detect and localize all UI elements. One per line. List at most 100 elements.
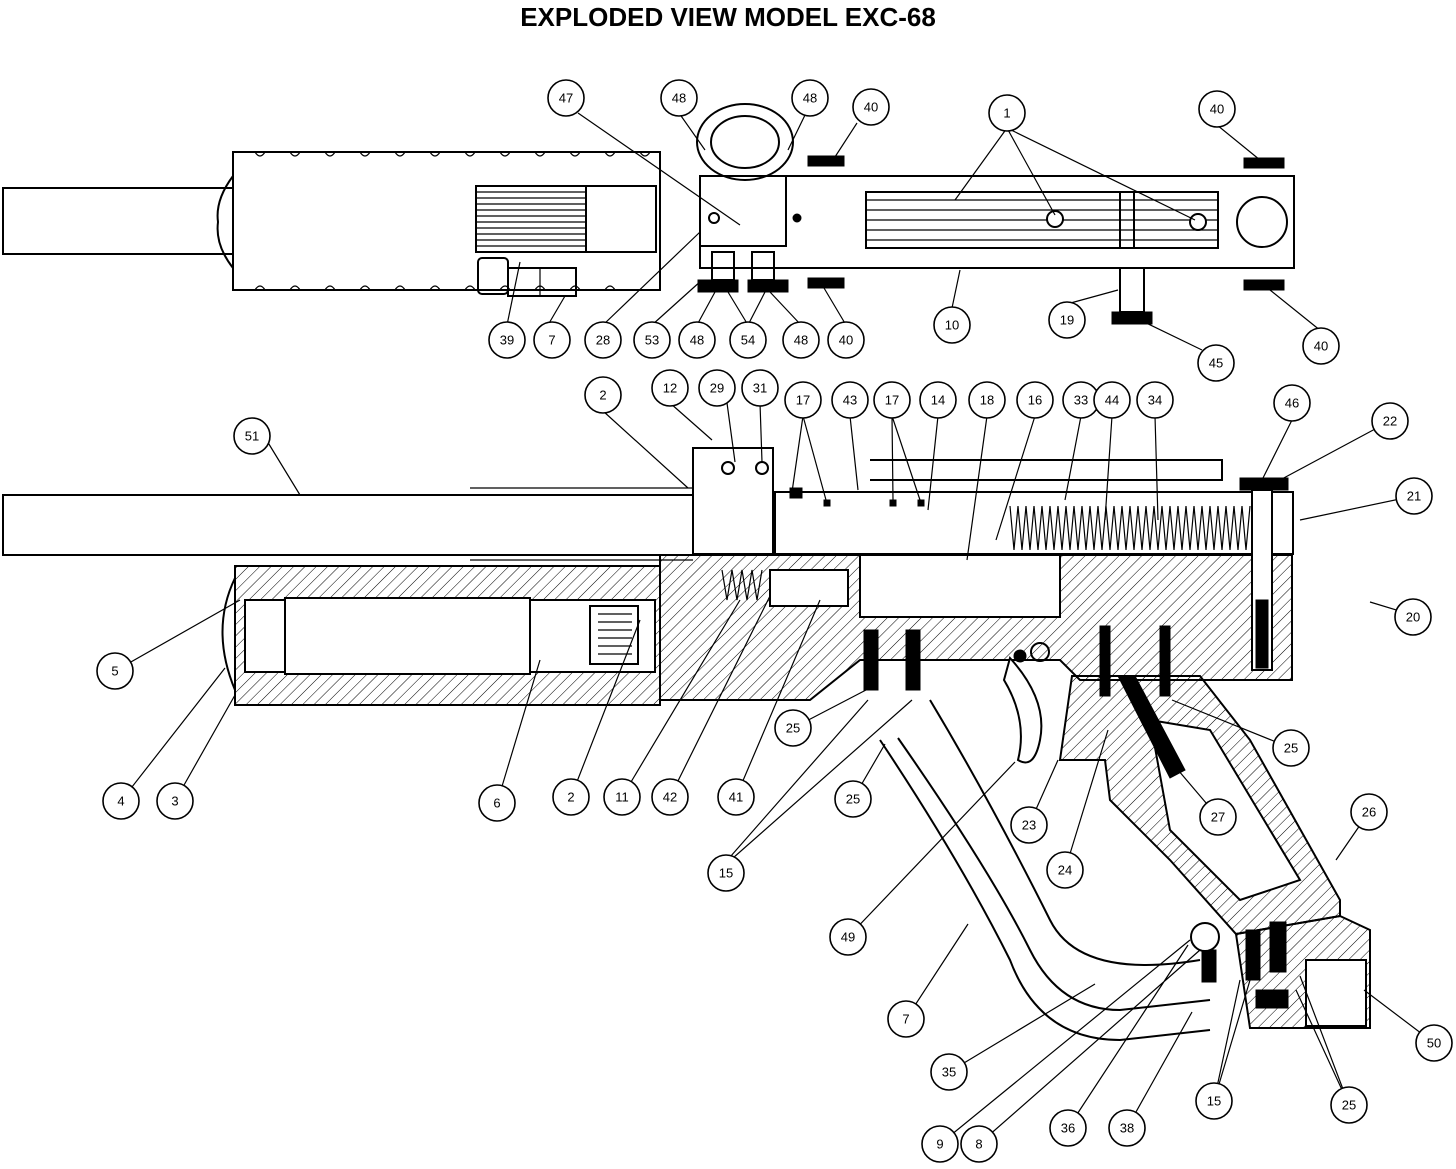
svg-text:44: 44 (1105, 393, 1119, 408)
callout-22: 22 (1371, 402, 1409, 440)
callout-2: 2 (552, 778, 590, 816)
svg-text:4: 4 (117, 794, 124, 809)
callout-7: 7 (887, 1000, 925, 1038)
svg-text:39: 39 (500, 333, 514, 348)
callout-25: 25 (834, 780, 872, 818)
svg-text:21: 21 (1407, 489, 1421, 504)
callout-43: 43 (831, 381, 869, 419)
callout-11: 11 (603, 778, 641, 816)
svg-text:48: 48 (794, 333, 808, 348)
callout-19: 19 (1048, 301, 1086, 339)
callout-23: 23 (1010, 806, 1048, 844)
svg-text:24: 24 (1058, 863, 1072, 878)
callout-9: 9 (921, 1125, 959, 1163)
callout-6: 6 (478, 784, 516, 822)
svg-text:48: 48 (690, 333, 704, 348)
svg-text:28: 28 (596, 333, 610, 348)
svg-text:33: 33 (1074, 393, 1088, 408)
callout-27: 27 (1199, 798, 1237, 836)
svg-text:34: 34 (1148, 393, 1162, 408)
side-section-view (2, 447, 1371, 1042)
svg-text:35: 35 (942, 1065, 956, 1080)
callout-51: 51 (233, 417, 271, 455)
svg-text:20: 20 (1406, 610, 1420, 625)
svg-text:7: 7 (902, 1012, 909, 1027)
callout-45: 45 (1197, 344, 1235, 382)
svg-text:54: 54 (741, 333, 755, 348)
svg-text:18: 18 (980, 393, 994, 408)
svg-text:23: 23 (1022, 818, 1036, 833)
svg-text:10: 10 (945, 318, 959, 333)
callout-26: 26 (1350, 793, 1388, 831)
callout-17: 17 (784, 381, 822, 419)
svg-text:5: 5 (111, 664, 118, 679)
callout-31: 31 (741, 369, 779, 407)
callout-42: 42 (651, 778, 689, 816)
callout-47: 47 (547, 79, 585, 117)
svg-text:25: 25 (846, 792, 860, 807)
svg-text:43: 43 (843, 393, 857, 408)
callout-46: 46 (1273, 384, 1311, 422)
svg-text:2: 2 (599, 388, 606, 403)
callout-1: 1 (988, 94, 1026, 132)
callout-18: 18 (968, 381, 1006, 419)
svg-text:2: 2 (567, 790, 574, 805)
callout-16: 16 (1016, 381, 1054, 419)
callout-2: 2 (584, 376, 622, 414)
callout-40: 40 (852, 88, 890, 126)
svg-text:31: 31 (753, 381, 767, 396)
svg-text:47: 47 (559, 91, 573, 106)
callout-40: 40 (1302, 327, 1340, 365)
callout-4: 4 (102, 782, 140, 820)
svg-text:51: 51 (245, 429, 259, 444)
svg-text:41: 41 (729, 790, 743, 805)
callout-33: 33 (1062, 381, 1100, 419)
callout-49: 49 (829, 918, 867, 956)
callout-54: 54 (729, 321, 767, 359)
svg-text:48: 48 (672, 91, 686, 106)
svg-text:45: 45 (1209, 356, 1223, 371)
svg-text:16: 16 (1028, 393, 1042, 408)
callout-25: 25 (1330, 1086, 1368, 1124)
svg-text:3: 3 (171, 794, 178, 809)
svg-text:9: 9 (936, 1137, 943, 1152)
svg-text:48: 48 (803, 91, 817, 106)
callout-5: 5 (96, 652, 134, 690)
svg-text:17: 17 (885, 393, 899, 408)
svg-text:25: 25 (1342, 1098, 1356, 1113)
svg-text:15: 15 (719, 866, 733, 881)
callout-38: 38 (1108, 1109, 1146, 1147)
callout-24: 24 (1046, 851, 1084, 889)
callout-10: 10 (933, 306, 971, 344)
svg-text:40: 40 (1314, 339, 1328, 354)
callout-17: 17 (873, 381, 911, 419)
svg-text:49: 49 (841, 930, 855, 945)
callout-12: 12 (651, 369, 689, 407)
svg-text:46: 46 (1285, 396, 1299, 411)
sleeve-grooves-top (254, 151, 651, 291)
top-view (2, 103, 1295, 325)
callout-44: 44 (1093, 381, 1131, 419)
callout-48: 48 (791, 79, 829, 117)
svg-text:40: 40 (1210, 102, 1224, 117)
svg-text:11: 11 (615, 790, 629, 805)
svg-text:12: 12 (663, 381, 677, 396)
svg-text:14: 14 (931, 393, 945, 408)
leader-lines (114, 112, 1435, 1145)
callout-29: 29 (698, 369, 736, 407)
svg-text:19: 19 (1060, 313, 1074, 328)
callout-40: 40 (1198, 90, 1236, 128)
callout-25: 25 (1272, 729, 1310, 767)
callout-50: 50 (1415, 1024, 1453, 1062)
callout-25: 25 (774, 709, 812, 747)
callout-35: 35 (930, 1053, 968, 1091)
svg-text:25: 25 (1284, 741, 1298, 756)
svg-text:6: 6 (493, 796, 500, 811)
callout-28: 28 (584, 321, 622, 359)
callout-53: 53 (633, 321, 671, 359)
callout-20: 20 (1394, 598, 1432, 636)
callout-8: 8 (960, 1125, 998, 1163)
svg-text:40: 40 (839, 333, 853, 348)
svg-text:17: 17 (796, 393, 810, 408)
